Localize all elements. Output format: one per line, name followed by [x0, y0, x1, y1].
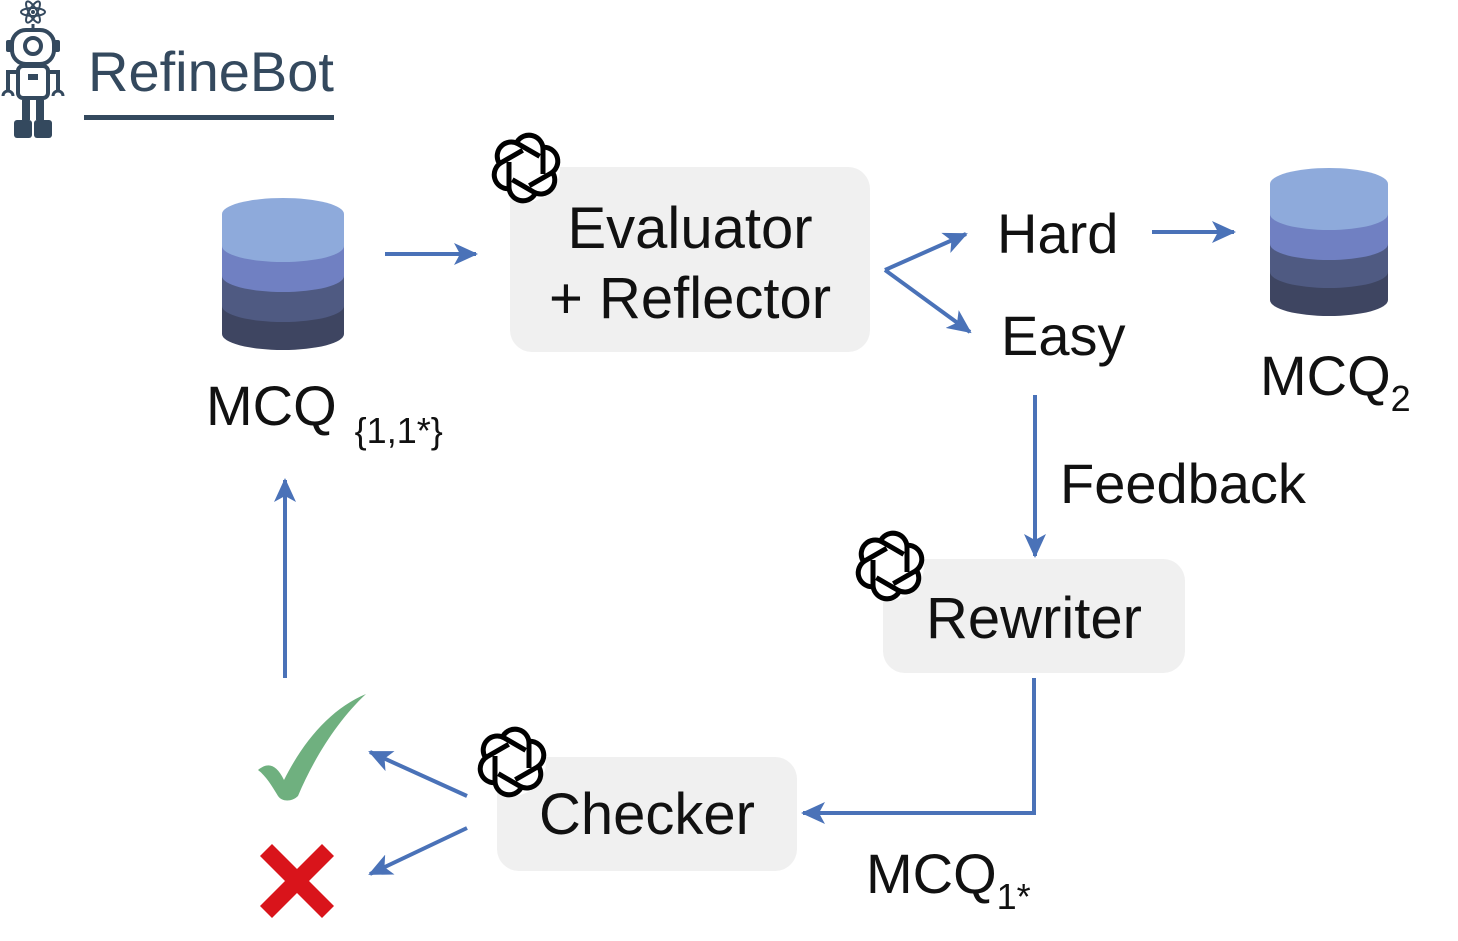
checker-label: Checker [539, 782, 755, 847]
rewriter-box [883, 559, 1185, 673]
database-mcq-1 [220, 196, 346, 352]
brand-underline [84, 115, 334, 120]
mcq1-label: MCQ1* [866, 846, 1031, 915]
mcq2-label: MCQ2 [1260, 348, 1411, 417]
reflector-label: + Reflector [548, 266, 832, 331]
checkmark-icon [254, 690, 370, 804]
evaluator-agent-logo [488, 130, 564, 206]
mcq-main-subscript: {1,1*} [354, 410, 443, 451]
mcq1-text: MCQ [866, 842, 997, 905]
evaluator-label: Evaluator [567, 196, 813, 261]
mcq2-text: MCQ [1260, 344, 1391, 407]
arrow-checker-to-pass [368, 750, 468, 798]
arrow-to-easy [883, 268, 972, 334]
brand-title: RefineBot [88, 40, 334, 103]
checker-box [497, 757, 797, 871]
hard-label: Hard [997, 202, 1119, 265]
mcq2-subscript: 2 [1390, 378, 1411, 419]
arrow-rewriter-to-checker [801, 678, 1036, 824]
robot-icon [1, 0, 65, 138]
rewriter-agent-logo [852, 528, 928, 604]
database-mcq-2 [1268, 166, 1390, 318]
brand-logo [0, 0, 70, 145]
feedback-label: Feedback [1060, 452, 1306, 515]
arrow-to-hard [884, 232, 968, 272]
mcq1-subscript: 1* [996, 876, 1031, 917]
openai-logo-icon [491, 132, 561, 204]
rewriter-label: Rewriter [926, 586, 1142, 651]
easy-label: Easy [1001, 304, 1126, 367]
mcq-main-text: MCQ [206, 374, 337, 437]
mcq-main-label: MCQ{1,1*} [206, 378, 443, 449]
openai-logo-icon [855, 530, 925, 602]
database-icon [1270, 168, 1388, 316]
checker-agent-logo [474, 724, 550, 800]
cross-icon [256, 842, 338, 920]
evaluator-reflector-box [510, 167, 870, 352]
arrow-checker-to-fail [368, 826, 468, 876]
database-icon [222, 198, 344, 350]
openai-logo-icon [477, 726, 547, 798]
